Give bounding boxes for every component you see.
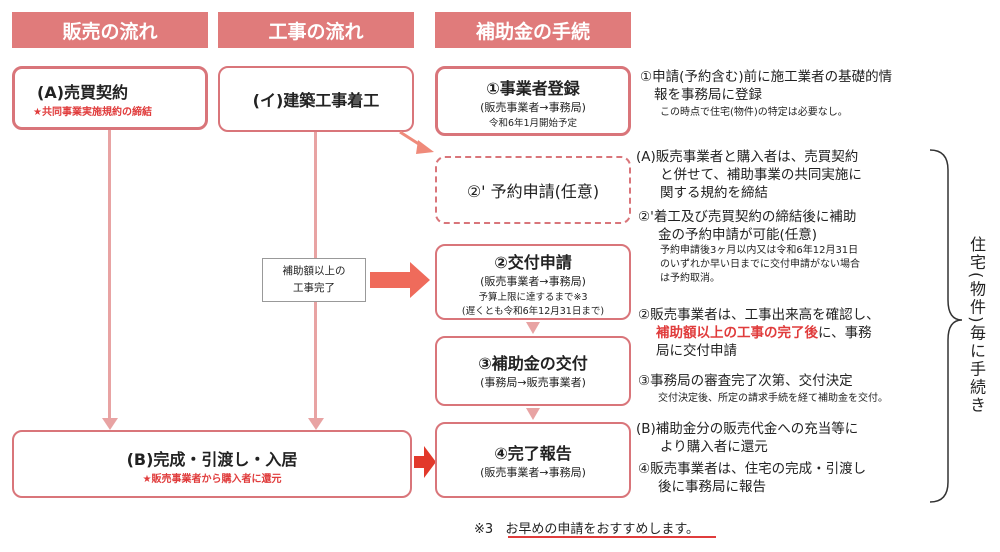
note-step2: ②販売事業者は、工事出来高を確認し、 補助額以上の工事の完了後に、事務 局に交付… bbox=[638, 306, 880, 360]
completion-box: (B)完成・引渡し・入居 ★販売事業者から購入者に還元 bbox=[12, 430, 412, 498]
completion-title: (B)完成・引渡し・入居 bbox=[126, 450, 298, 469]
sales-contract-note: ★共同事業実施規約の締結 bbox=[33, 107, 152, 118]
step3-sub: (事務局→販売事業者) bbox=[480, 376, 586, 389]
note-step2-line2: 補助額以上の工事の完了後に、事務 bbox=[638, 324, 880, 342]
note-step1-line2: 報を事務局に登録 bbox=[654, 87, 762, 103]
step2-sub: (販売事業者→事務局) bbox=[480, 275, 586, 288]
step4-box: ④完了報告 (販売事業者→事務局) bbox=[435, 422, 631, 498]
note-a: (A)販売事業者と購入者は、売買契約 と併せて、補助事業の共同実施に 関する規約… bbox=[636, 148, 862, 202]
note-step2-line3: 局に交付申請 bbox=[656, 343, 737, 359]
note-b-line2: より購入者に還元 bbox=[660, 439, 768, 455]
note-step2p-line2: 金の予約申請が可能(任意) bbox=[658, 227, 818, 243]
note-step2p-small1: 予約申請後3ヶ月以内又は令和6年12月31日 bbox=[660, 245, 859, 256]
note-step2p-line1: ②'着工及び売買契約の締結後に補助 bbox=[638, 209, 857, 225]
arrow-step2-to-step3 bbox=[526, 322, 540, 334]
note-step2p-small2: のいずれか早い日までに交付申請がない場合 bbox=[660, 259, 860, 270]
step2-note2: (遅くとも令和6年12月31日まで) bbox=[461, 306, 605, 317]
step1-note: 令和6年1月開始予定 bbox=[488, 118, 578, 129]
header-construction: 工事の流れ bbox=[218, 12, 414, 48]
header-sales: 販売の流れ bbox=[12, 12, 208, 48]
step2-box: ②交付申請 (販売事業者→事務局) 予算上限に達するまで※3 (遅くとも令和6年… bbox=[435, 244, 631, 320]
note-step3-small: 交付決定後、所定の請求手続を経て補助金を交付。 bbox=[658, 393, 888, 404]
arrow-to-step4 bbox=[414, 446, 436, 478]
construction-done-box: 補助額以上の 工事完了 bbox=[262, 258, 366, 302]
step2-note1: 予算上限に達するまで※3 bbox=[478, 292, 588, 303]
footer-mark: ※3 bbox=[474, 522, 494, 537]
note-step4-line2: 後に事務局に報告 bbox=[658, 479, 766, 495]
note-step4: ④販売事業者は、住宅の完成・引渡し 後に事務局に報告 bbox=[638, 460, 866, 496]
step4-sub: (販売事業者→事務局) bbox=[480, 466, 586, 479]
step1-title: ①事業者登録 bbox=[486, 79, 580, 98]
step3-box: ③補助金の交付 (事務局→販売事業者) bbox=[435, 336, 631, 406]
sales-flow-line bbox=[108, 130, 111, 420]
note-step2-highlight: 補助額以上の工事の完了後 bbox=[656, 325, 818, 341]
note-a-line3: 関する規約を締結 bbox=[660, 185, 768, 201]
note-step1: ①申請(予約含む)前に施工業者の基礎的情 報を事務局に登録 この時点で住宅(物件… bbox=[640, 68, 892, 120]
per-property-label: 住宅(物件)毎に手続き bbox=[967, 236, 986, 415]
note-step2p-small3: は予約取消。 bbox=[660, 273, 720, 284]
completion-note: ★販売事業者から購入者に還元 bbox=[142, 474, 282, 485]
note-step3-line1: ③事務局の審査完了次第、交付決定 bbox=[638, 373, 853, 389]
construction-done-label-2: 工事完了 bbox=[293, 282, 335, 294]
note-b-line1: (B)補助金分の販売代金への充当等に bbox=[636, 421, 859, 437]
step2p-box: ②' 予約申請(任意) bbox=[435, 156, 631, 224]
arrow-to-step2 bbox=[370, 262, 430, 298]
note-step2p: ②'着工及び売買契約の締結後に補助 金の予約申請が可能(任意) 予約申請後3ヶ月… bbox=[638, 208, 860, 286]
note-step2-line1: ②販売事業者は、工事出来高を確認し、 bbox=[638, 307, 880, 323]
note-a-line1: (A)販売事業者と購入者は、売買契約 bbox=[636, 149, 859, 165]
construction-start-box: (イ)建築工事着工 bbox=[218, 66, 414, 132]
construction-done-label-1: 補助額以上の bbox=[282, 265, 346, 277]
note-step4-line1: ④販売事業者は、住宅の完成・引渡し bbox=[638, 461, 867, 477]
note-step2-line2b: に、事務 bbox=[818, 325, 872, 341]
footer-note: ※3 お早めの申請をおすすめします。 bbox=[474, 518, 699, 537]
right-bracket bbox=[929, 149, 963, 503]
footer-text: お早めの申請をおすすめします。 bbox=[505, 522, 700, 537]
note-step1-line1: ①申請(予約含む)前に施工業者の基礎的情 bbox=[640, 69, 893, 85]
step1-box: ①事業者登録 (販売事業者→事務局) 令和6年1月開始予定 bbox=[435, 66, 631, 136]
arrow-step3-to-step4 bbox=[526, 408, 540, 420]
note-step3: ③事務局の審査完了次第、交付決定 交付決定後、所定の請求手続を経て補助金を交付。 bbox=[638, 372, 888, 406]
sales-contract-box: (A)売買契約 ★共同事業実施規約の締結 bbox=[12, 66, 208, 130]
step3-title: ③補助金の交付 bbox=[478, 354, 588, 373]
step1-sub: (販売事業者→事務局) bbox=[480, 101, 586, 114]
header-subsidy: 補助金の手続 bbox=[435, 12, 631, 48]
step2-title: ②交付申請 bbox=[494, 253, 572, 272]
note-b: (B)補助金分の販売代金への充当等に より購入者に還元 bbox=[636, 420, 858, 456]
arrow-to-step2p bbox=[416, 140, 434, 154]
sales-contract-title: (A)売買契約 bbox=[37, 83, 129, 102]
construction-start-title: (イ)建築工事着工 bbox=[252, 91, 380, 110]
step4-title: ④完了報告 bbox=[494, 444, 572, 463]
note-step1-small: この時点で住宅(物件)の特定は必要なし。 bbox=[660, 107, 848, 118]
note-a-line2: と併せて、補助事業の共同実施に bbox=[660, 167, 862, 183]
step2p-title: ②' 予約申請(任意) bbox=[466, 182, 600, 201]
